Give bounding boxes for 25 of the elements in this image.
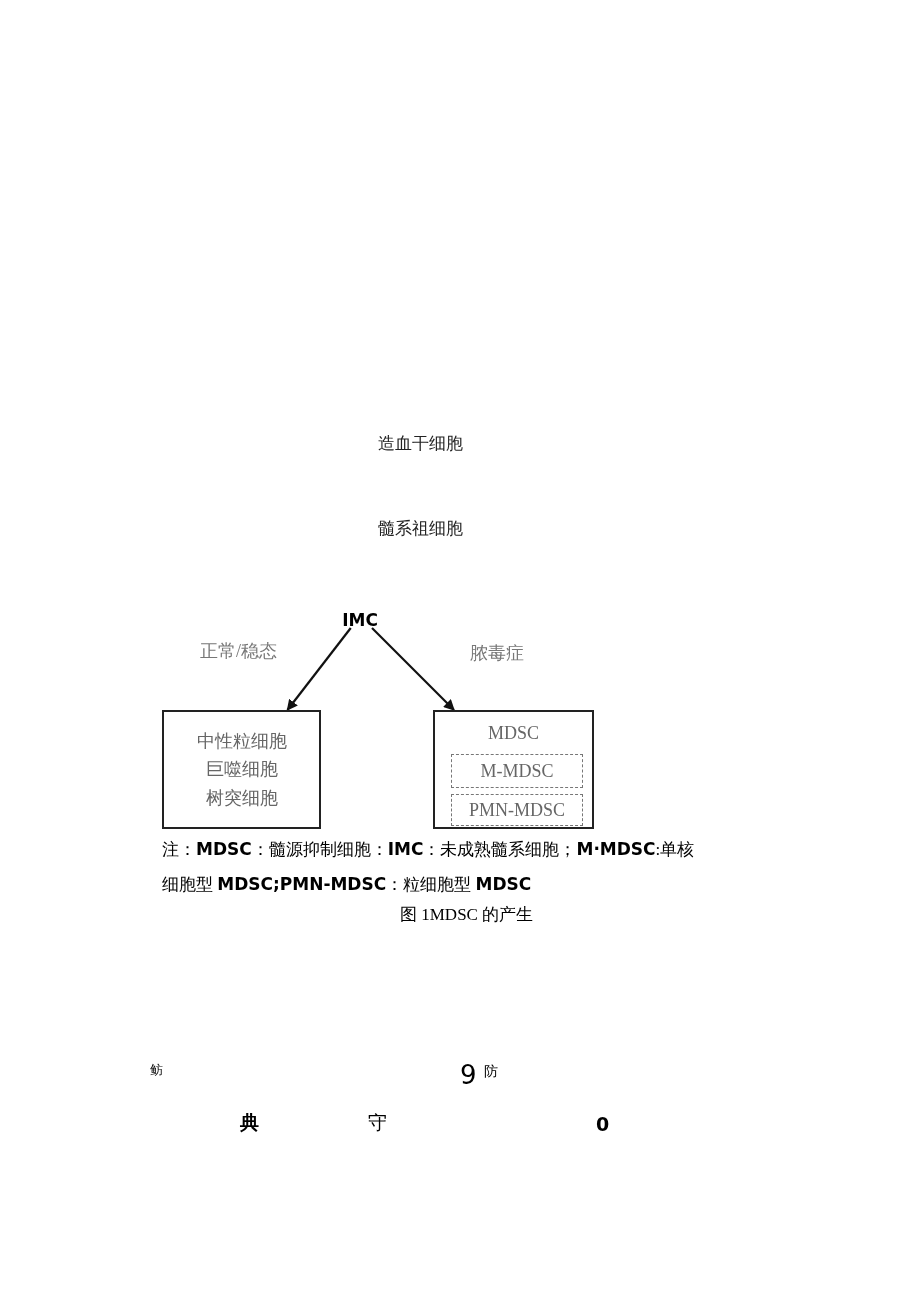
figure-caption: 图 1MDSC 的产生 — [400, 904, 534, 926]
cell-type-box — [433, 710, 594, 829]
stray-text: 9 — [460, 1059, 477, 1092]
box-heading: MDSC — [488, 722, 539, 745]
cell-name: PMN-MDSC — [469, 798, 565, 822]
stray-text: 防 — [484, 1063, 498, 1081]
edge-label: 脓毒症 — [470, 642, 524, 665]
stray-text: 0 — [596, 1112, 610, 1137]
stray-text: 典 — [240, 1111, 259, 1135]
cell-name: 树突细胞 — [205, 786, 278, 810]
subtype-box — [451, 754, 583, 788]
cell-type-box — [162, 710, 321, 829]
arrow — [371, 627, 455, 711]
stray-text: 守 — [368, 1111, 387, 1135]
subtype-box — [451, 794, 583, 826]
cell-name: 髓系祖细胞 — [377, 518, 463, 540]
arrow — [286, 627, 352, 711]
cell-name: M-MDSC — [480, 759, 554, 783]
edge-label: 正常/稳态 — [200, 640, 277, 663]
cell-name: IMC — [342, 610, 378, 632]
note-text: 注：MDSC：髓源抑制细胞：IMC：未成熟髓系细胞；M·MDSC:单核细胞型 MDSC;PMN-MDSC：粒细胞型 MDSC — [162, 838, 696, 896]
cell-name: 中性粒细胞 — [196, 729, 287, 753]
cell-name: 巨噬细胞 — [205, 758, 278, 781]
cell-name: 造血干细胞 — [377, 433, 463, 455]
stray-text: 鲂 — [150, 1061, 163, 1079]
